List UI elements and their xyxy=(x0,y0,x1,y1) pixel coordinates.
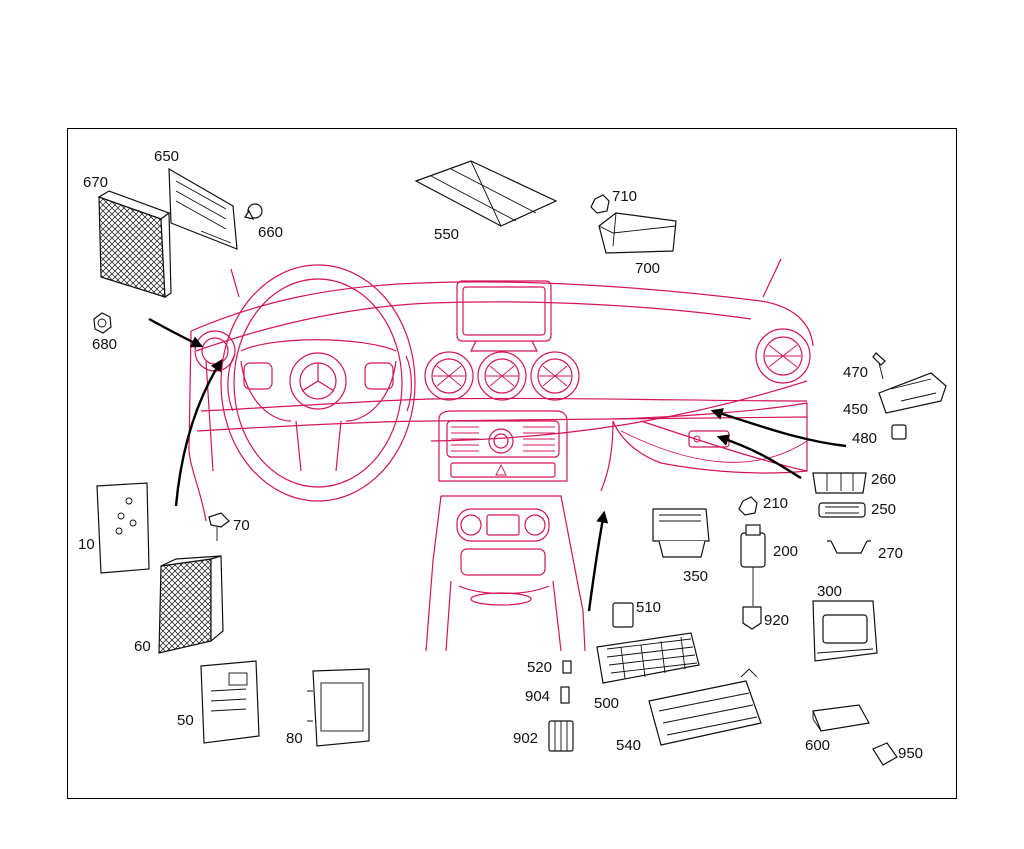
label-920: 920 xyxy=(764,612,789,629)
label-520: 520 xyxy=(527,659,552,676)
part-950 xyxy=(872,742,898,766)
part-270 xyxy=(827,540,871,554)
part-920 xyxy=(742,606,762,630)
part-50 xyxy=(200,660,260,744)
label-10: 10 xyxy=(78,536,95,553)
label-80: 80 xyxy=(286,730,303,747)
label-650: 650 xyxy=(154,148,179,165)
label-300: 300 xyxy=(817,583,842,600)
vent-right xyxy=(755,328,811,384)
vent-center-right xyxy=(530,351,580,401)
part-200 xyxy=(740,524,766,606)
dashboard-outline xyxy=(188,258,814,652)
part-250 xyxy=(818,502,866,518)
part-540 xyxy=(648,668,762,746)
label-680: 680 xyxy=(92,336,117,353)
label-470: 470 xyxy=(843,364,868,381)
label-550: 550 xyxy=(434,226,459,243)
label-200: 200 xyxy=(773,543,798,560)
part-60 xyxy=(158,555,224,654)
label-250: 250 xyxy=(871,501,896,518)
label-540: 540 xyxy=(616,737,641,754)
part-700 xyxy=(598,212,677,254)
part-600 xyxy=(812,704,870,732)
steering-wheel xyxy=(220,264,416,502)
part-902 xyxy=(548,720,574,752)
label-710: 710 xyxy=(612,188,637,205)
callout-labels: 650 670 660 680 550 710 700 470 450 480 … xyxy=(78,148,923,762)
label-210: 210 xyxy=(763,495,788,512)
part-470 xyxy=(872,352,886,380)
part-904 xyxy=(560,686,570,704)
vent-center-left xyxy=(424,351,474,401)
label-70: 70 xyxy=(233,517,250,534)
part-210 xyxy=(738,496,758,516)
label-350: 350 xyxy=(683,568,708,585)
label-60: 60 xyxy=(134,638,151,655)
vent-center-middle xyxy=(477,351,527,401)
diagram-frame: 650 670 660 680 550 710 700 470 450 480 … xyxy=(67,128,957,799)
part-520 xyxy=(562,660,572,674)
part-680 xyxy=(93,312,112,334)
label-902: 902 xyxy=(513,730,538,747)
part-660 xyxy=(244,203,263,220)
assembly-arrows xyxy=(148,317,847,612)
part-260 xyxy=(812,472,867,494)
part-550 xyxy=(414,160,558,227)
part-350 xyxy=(652,508,710,558)
label-700: 700 xyxy=(635,260,660,277)
label-670: 670 xyxy=(83,174,108,191)
part-510 xyxy=(612,602,634,628)
label-270: 270 xyxy=(878,545,903,562)
label-510: 510 xyxy=(636,599,661,616)
part-10 xyxy=(96,482,150,574)
label-500: 500 xyxy=(594,695,619,712)
part-300 xyxy=(812,600,878,662)
label-50: 50 xyxy=(177,712,194,729)
label-904: 904 xyxy=(525,688,550,705)
part-650 xyxy=(168,167,238,250)
label-660: 660 xyxy=(258,224,283,241)
part-670 xyxy=(97,190,172,299)
part-710 xyxy=(590,194,610,214)
part-70 xyxy=(208,512,230,541)
label-600: 600 xyxy=(805,737,830,754)
label-450: 450 xyxy=(843,401,868,418)
part-500 xyxy=(596,632,700,684)
label-950: 950 xyxy=(898,745,923,762)
parts-diagram: 650 670 660 680 550 710 700 470 450 480 … xyxy=(78,148,947,766)
part-80 xyxy=(307,668,370,747)
part-450 xyxy=(878,372,947,414)
label-480: 480 xyxy=(852,430,877,447)
part-480 xyxy=(891,424,907,440)
label-260: 260 xyxy=(871,471,896,488)
